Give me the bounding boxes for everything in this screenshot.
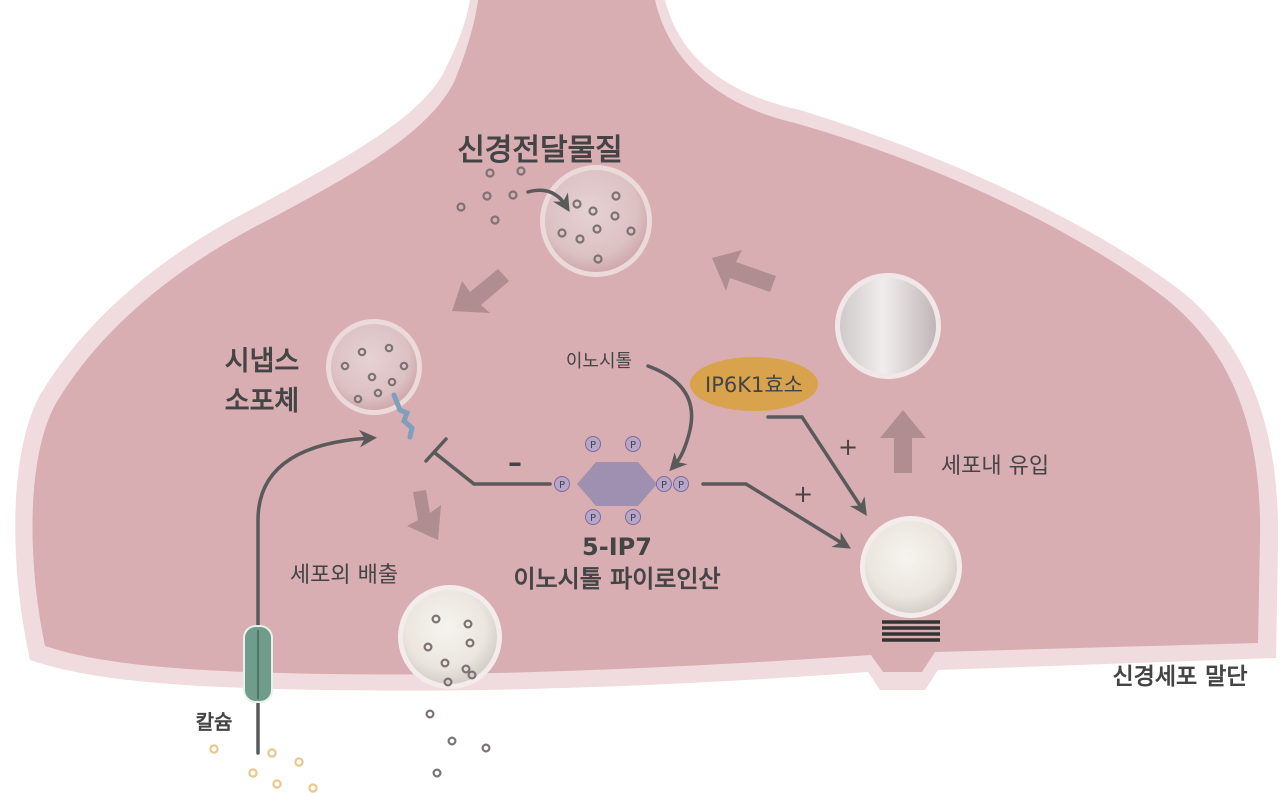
svg-text:P: P [590,513,596,524]
released-dots [425,670,491,778]
label-calcium: 칼슘 [196,710,233,734]
flow-arrow-downleft [452,269,509,313]
phosphate-7: P [625,509,641,525]
arrow-enzyme-to-endocytosis [766,415,867,516]
label-terminal: 신경세포 말단 [1113,664,1248,690]
label-synaptotagmin-2: 소포체 [225,386,300,417]
vesicle-endocytosis [860,516,962,642]
label-plus-1: + [838,433,858,461]
svg-text:P: P [590,440,596,451]
svg-text:P: P [630,440,636,451]
ip7-molecule: P P P P P P P [554,436,689,525]
phosphate-1: P [585,436,601,452]
label-enzyme: IP6K1효소 [705,373,803,397]
phosphate-3: P [554,476,570,492]
phosphate-6: P [585,509,601,525]
terminal-body [32,0,1261,675]
flow-arrows [407,250,926,540]
flow-arrow-up [880,410,926,473]
arrow-dots-to-vesicle [526,188,570,212]
label-inositol: 이노시톨 [566,351,632,372]
label-synaptotagmin-1: 시냅스 [225,346,300,377]
arrow-calcium-to-protein [256,429,377,629]
calcium-dots [209,744,318,793]
pathway-arrows [256,188,867,755]
label-exocytosis: 세포외 배출 [290,563,398,588]
inhibition-bar [424,437,448,463]
enzyme-ip6k1 [690,357,818,411]
flow-arrow-down [407,490,441,540]
inhibition-line [433,451,552,486]
svg-text:P: P [630,513,636,524]
neurotransmitter-dots [456,166,526,225]
phosphate-groups: P P P P P P P [554,436,689,525]
vesicle-exocytosis [398,585,502,689]
label-plus-2: + [793,480,813,508]
label-inhibit: – [508,446,522,479]
svg-text:P: P [678,480,684,491]
arrow-inositol-to-ip7 [646,364,694,472]
vesicle-empty [835,273,941,379]
label-influx: 세포내 유입 [941,454,1049,479]
calcium-channel-icon [243,625,273,703]
coil-icon [882,620,940,642]
label-neurotransmitter: 신경전달물질 [457,133,623,168]
svg-text:P: P [559,480,565,491]
flow-arrow-left [712,250,776,292]
synaptotagmin-icon [391,392,415,440]
phosphate-5: P [673,476,689,492]
label-ip7-full: 이노시톨 파이로인산 [513,565,720,593]
vesicle-filled [540,165,652,277]
arrow-ip7-to-endocytosis [701,482,851,549]
label-ip7-name: 5-IP7 [582,533,652,561]
nerve-terminal [15,0,1279,691]
text-labels: 신경전달물질 시냅스 소포체 이노시톨 IP6K1효소 – + + 세포내 유입… [196,133,1248,734]
vesicle-docking [326,319,422,415]
phosphate-4: P [656,476,672,492]
phosphate-2: P [625,436,641,452]
svg-text:P: P [661,480,667,491]
